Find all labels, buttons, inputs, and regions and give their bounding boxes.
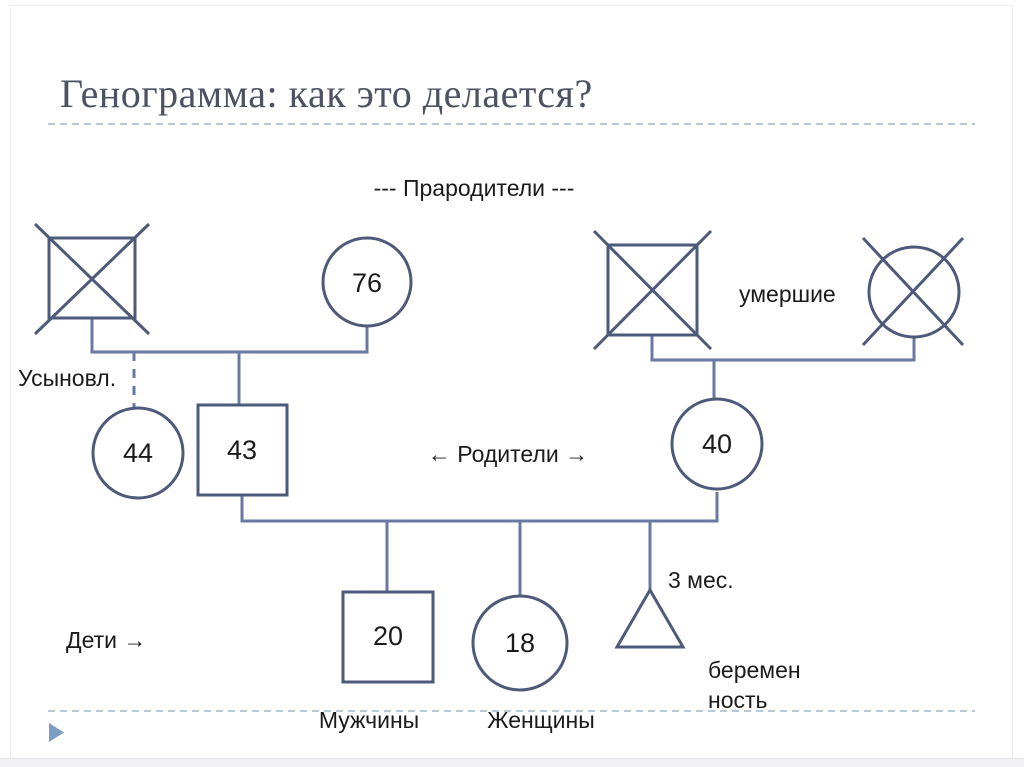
female-circle xyxy=(321,236,413,328)
age-label: 20 xyxy=(373,621,403,651)
deceased-cross-line xyxy=(861,236,965,347)
age-label: 43 xyxy=(227,435,257,465)
age-label: 18 xyxy=(505,628,535,658)
grandfather-right-node xyxy=(592,229,713,351)
grandparents-section-label: --- Прародители --- xyxy=(374,175,575,201)
father-node: 43 xyxy=(196,403,289,497)
daughter-node: 18 xyxy=(471,594,569,692)
children-section-label: Дети → xyxy=(66,627,146,653)
female-circle xyxy=(91,406,185,500)
marriage-line-left-grandparents xyxy=(90,318,369,354)
grandfather-left-node xyxy=(33,222,151,336)
connector-lines xyxy=(90,318,916,596)
adopted-daughter-node: 44 xyxy=(91,406,185,500)
slide-footer-band xyxy=(0,758,1024,767)
age-label: 40 xyxy=(702,429,732,459)
male-square xyxy=(341,590,435,684)
male-square xyxy=(196,403,289,497)
men-legend-label: Мужчины xyxy=(319,707,419,733)
women-legend-label: Женщины xyxy=(487,707,594,733)
slide-border-right xyxy=(1012,5,1013,767)
deceased-label: умершие xyxy=(739,281,836,307)
pregnancy-caption-line2: ность xyxy=(708,687,768,713)
parents-family-line xyxy=(240,492,719,523)
parents-section-label: ← Родители → xyxy=(428,441,588,467)
deceased-cross-line xyxy=(592,229,713,351)
slide-border-top xyxy=(10,5,1013,6)
diagram-labels: --- Прародители --- умершие Усыновл. ← Р… xyxy=(18,175,836,733)
slide-border-left xyxy=(10,5,11,767)
mother-node: 40 xyxy=(670,397,764,491)
marriage-line-right-grandparents xyxy=(650,335,916,362)
female-circle xyxy=(471,594,569,692)
age-label: 44 xyxy=(123,438,153,468)
pregnancy-node xyxy=(614,587,686,649)
deceased-cross-line xyxy=(33,222,151,336)
female-circle xyxy=(670,397,764,491)
adopted-label: Усыновл. xyxy=(18,365,116,391)
age-label: 76 xyxy=(352,268,382,298)
grandmother-right-node xyxy=(861,236,965,347)
pregnancy-age-label: 3 мес. xyxy=(668,567,734,593)
grandmother-left-node: 76 xyxy=(321,236,413,328)
slide-corner-triangle-marker xyxy=(49,723,64,742)
son-node: 20 xyxy=(341,590,435,684)
pregnancy-caption-line1: беремен xyxy=(708,657,801,683)
slide-title: Генограмма: как это делается? xyxy=(60,71,593,116)
pregnancy-triangle xyxy=(614,587,686,649)
